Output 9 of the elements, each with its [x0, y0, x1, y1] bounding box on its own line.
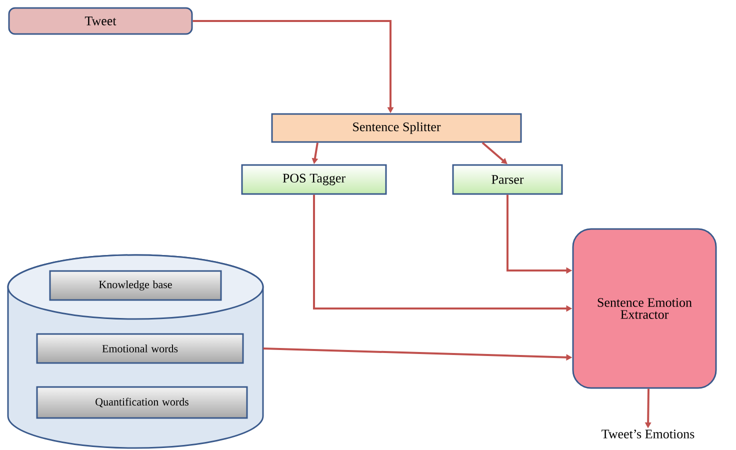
process-box: POS Tagger [241, 164, 387, 195]
list-box: Emotional words [36, 333, 244, 364]
output-label: Tweet’s Emotions [602, 430, 694, 438]
input-box: Tweet [8, 7, 193, 35]
process-box: Sentence Emotion Extractor [572, 228, 717, 389]
list-box: Quantification words [36, 386, 248, 419]
list-box: Knowledge base [49, 270, 222, 301]
process-box: Sentence Splitter [271, 113, 522, 143]
process-box: Parser [452, 164, 563, 195]
